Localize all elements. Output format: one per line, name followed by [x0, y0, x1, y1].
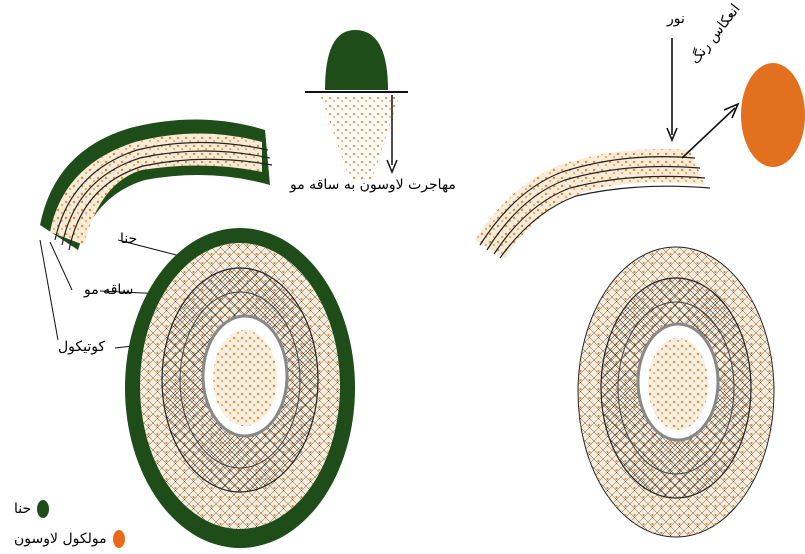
- henna-label: حنا: [120, 232, 137, 246]
- legend-lawsone: مولکول لاوسون: [14, 530, 125, 548]
- light-arrow: [667, 38, 677, 140]
- henna-swatch-icon: [37, 500, 49, 518]
- henna-hair-cross-section: [125, 228, 355, 548]
- lawsone-molecule-swatch-icon: [113, 530, 125, 548]
- legend-henna-label: حنا: [14, 501, 31, 517]
- reflection-arrow: [682, 104, 738, 158]
- cuticle-label: کوتیکول: [58, 340, 105, 354]
- reflected-color-ball: [741, 63, 805, 167]
- plain-hair-strand: [475, 149, 710, 258]
- legend-lawsone-label: مولکول لاوسون: [14, 531, 107, 547]
- migration-label: مهاجرت لاوسون به ساقه مو: [290, 178, 456, 192]
- light-label: نور: [667, 12, 685, 26]
- legend-henna: حنا: [14, 500, 49, 518]
- plain-hair-cross-section: [578, 247, 774, 537]
- hair-shaft-label: ساقه مو: [84, 283, 133, 297]
